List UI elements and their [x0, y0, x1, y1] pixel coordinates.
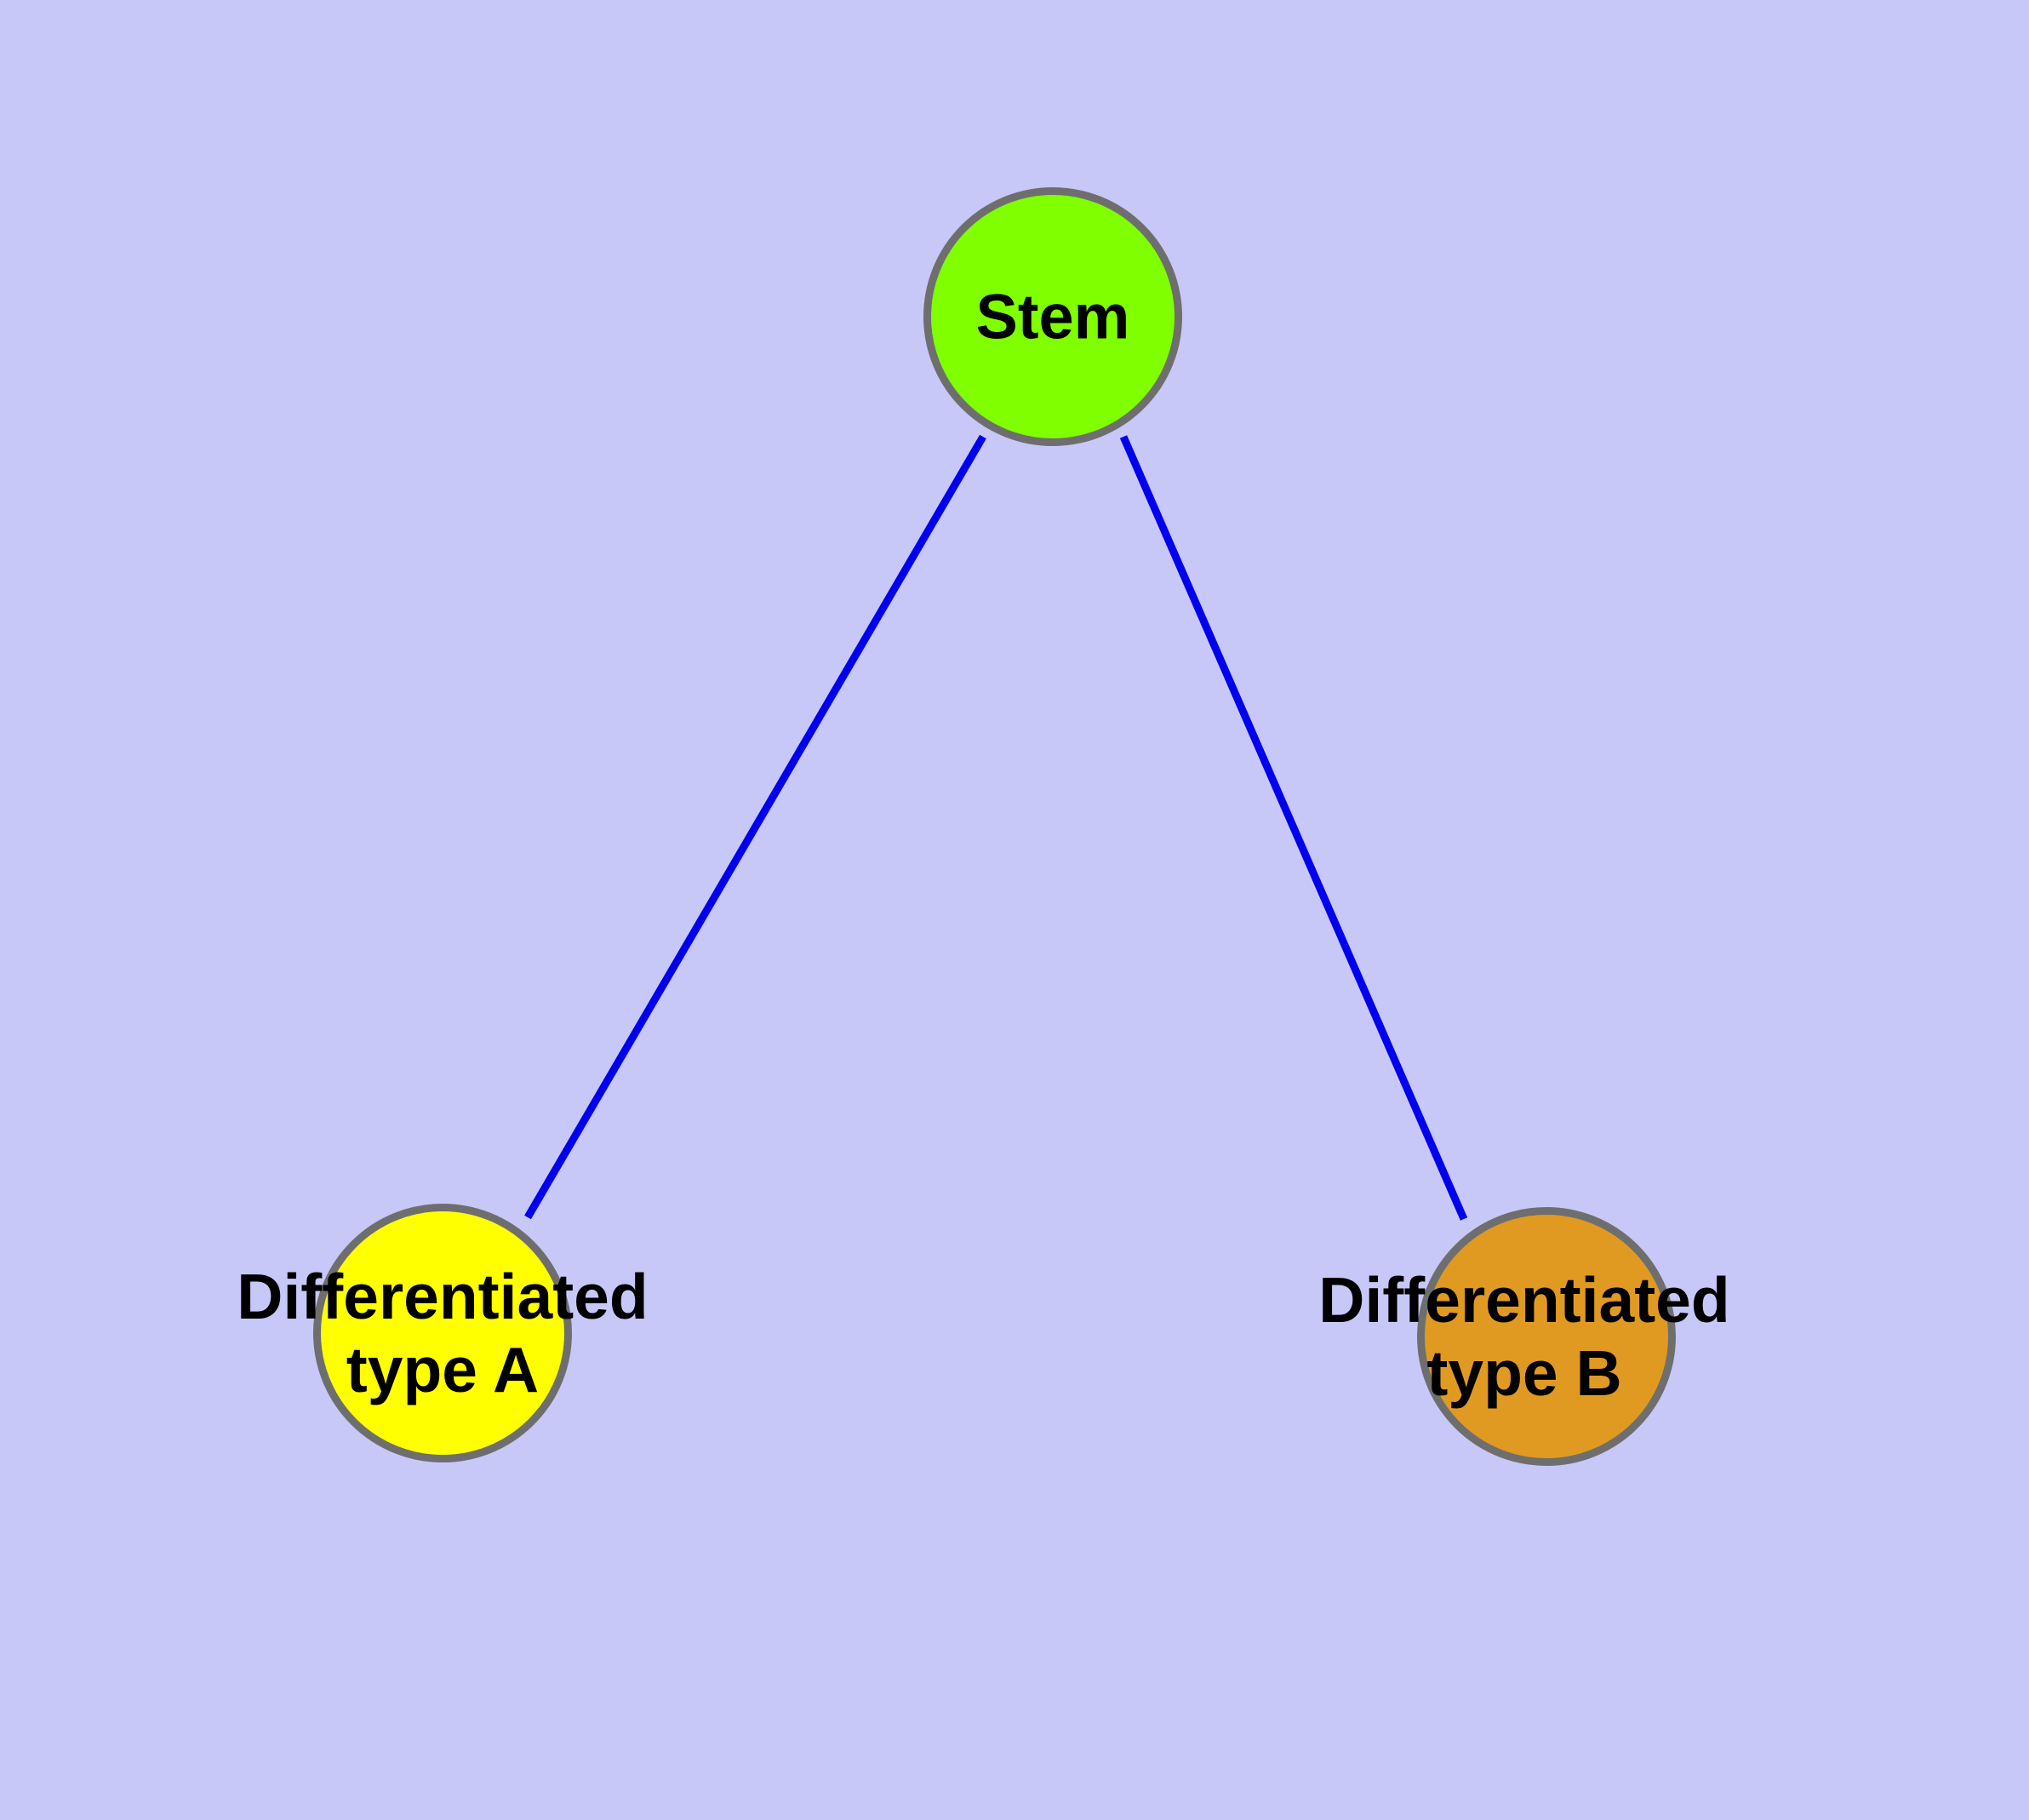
- node-stem[interactable]: [923, 187, 1182, 446]
- edge-stem-to-diff-b: [1119, 435, 1468, 1221]
- node-differentiated-type-a[interactable]: [313, 1204, 572, 1462]
- edge-stem-to-diff-a: [524, 434, 986, 1220]
- node-differentiated-type-b[interactable]: [1417, 1207, 1676, 1466]
